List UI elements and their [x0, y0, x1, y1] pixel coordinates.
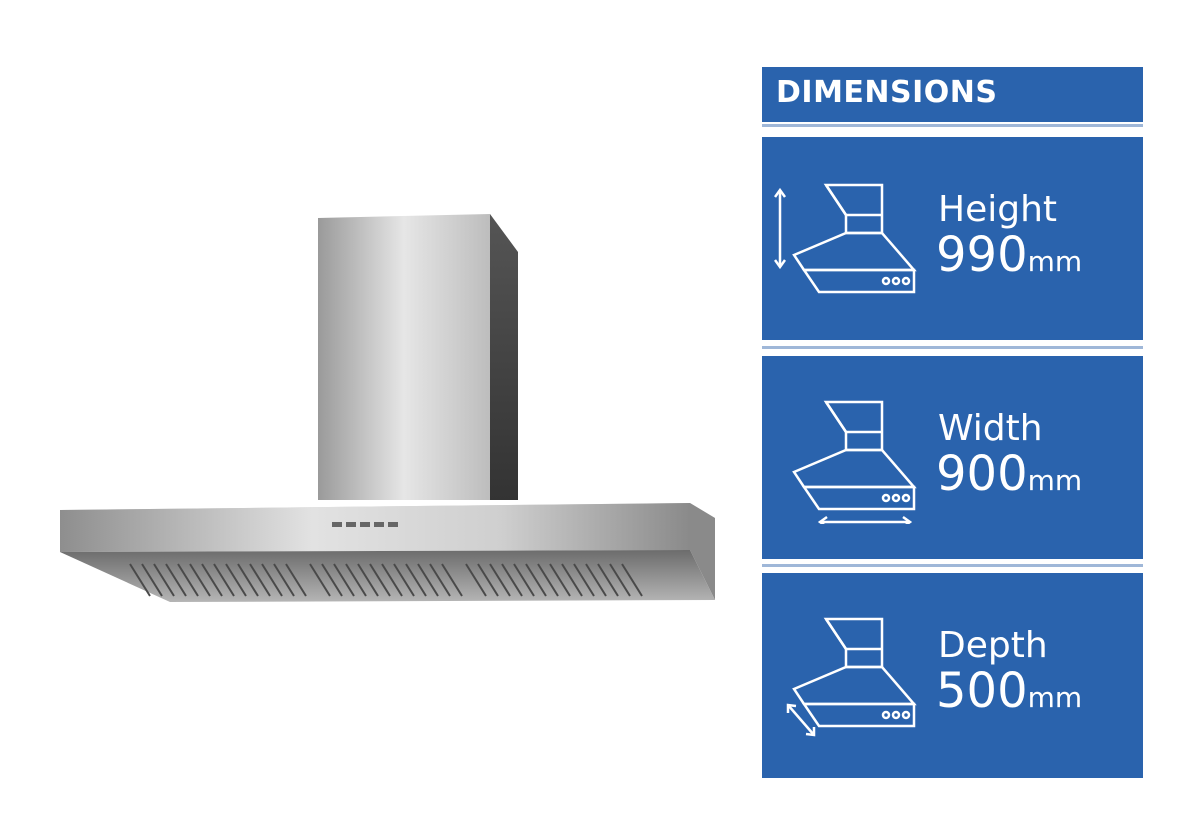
width-value: 900mm	[936, 450, 1082, 498]
width-number: 900	[936, 446, 1028, 502]
height-number: 990	[936, 227, 1028, 283]
depth-card: Depth 500mm	[762, 573, 1143, 778]
dimensions-title: DIMENSIONS	[776, 75, 998, 110]
header-divider	[762, 124, 1143, 127]
range-hood-height-icon	[774, 183, 917, 294]
height-unit: mm	[1027, 245, 1083, 278]
card-divider	[762, 564, 1143, 567]
depth-unit: mm	[1027, 681, 1083, 714]
depth-number: 500	[936, 663, 1028, 719]
range-hood-width-icon	[792, 400, 917, 524]
width-label: Width	[938, 408, 1043, 449]
height-label: Height	[938, 189, 1058, 230]
dimensions-header: DIMENSIONS	[762, 67, 1143, 122]
width-card: Width 900mm	[762, 356, 1143, 559]
depth-value: 500mm	[936, 667, 1082, 715]
card-divider	[762, 346, 1143, 349]
height-value: 990mm	[936, 231, 1082, 279]
depth-label: Depth	[938, 625, 1048, 666]
width-unit: mm	[1027, 464, 1083, 497]
height-card: Height 990mm	[762, 137, 1143, 340]
range-hood-depth-icon	[786, 617, 917, 737]
range-hood-product-image	[50, 200, 720, 620]
